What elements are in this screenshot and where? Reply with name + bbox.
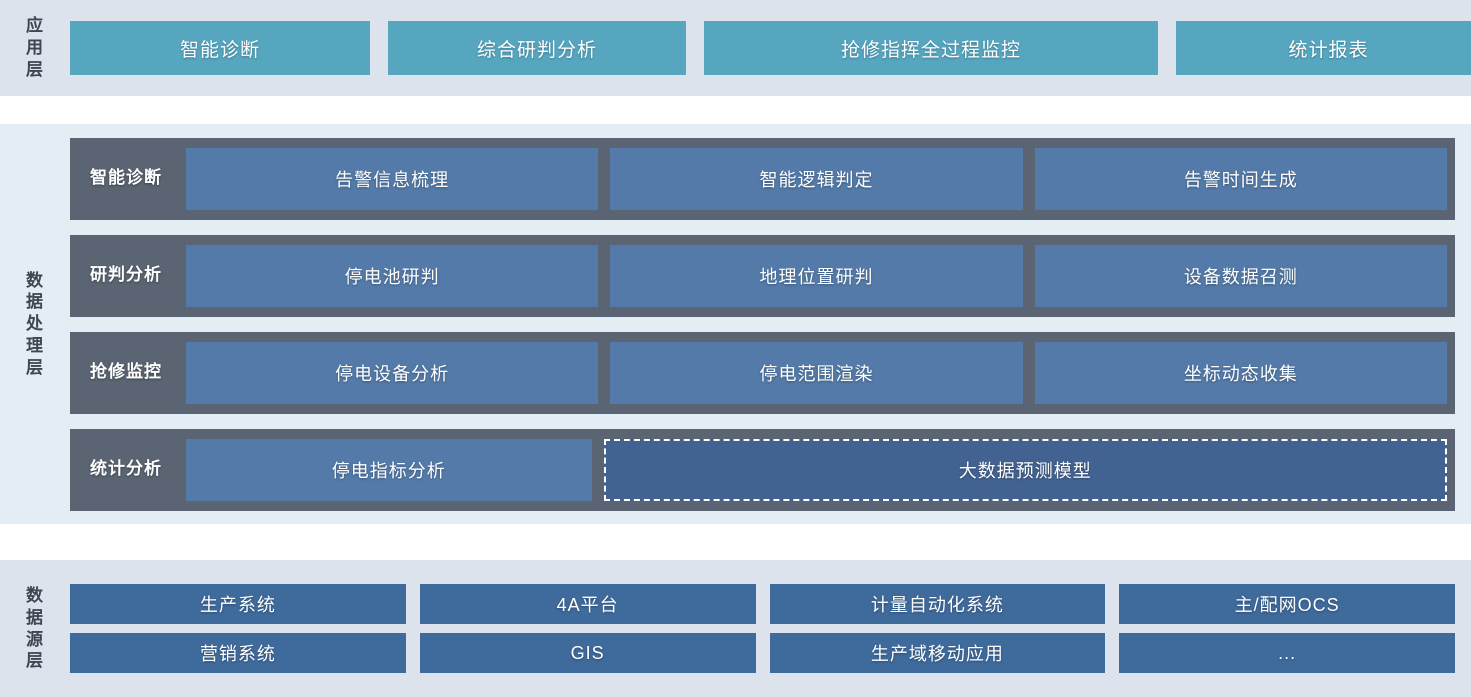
- app-box-statistical-report[interactable]: 统计报表: [1176, 21, 1471, 75]
- proc-cell-device-data-polling[interactable]: 设备数据召测: [1034, 244, 1447, 307]
- app-box-repair-command-monitoring[interactable]: 抢修指挥全过程监控: [704, 21, 1158, 75]
- app-box-label: 智能诊断: [179, 39, 260, 61]
- app-box-label: 抢修指挥全过程监控: [840, 39, 1021, 61]
- src-box-label: 营销系统: [199, 644, 276, 664]
- proc-cell-label: 告警时间生成: [1183, 169, 1298, 190]
- proc-cell-label: 停电池研判: [344, 266, 440, 287]
- proc-cell-alarm-info-sorting[interactable]: 告警信息梳理: [186, 147, 599, 210]
- proc-cell-label: 停电范围渲染: [759, 363, 874, 384]
- proc-row-label: 统计分析: [90, 459, 162, 479]
- proc-cell-label: 地理位置研判: [759, 266, 874, 287]
- proc-cell-label: 停电设备分析: [335, 363, 450, 384]
- proc-cell-alarm-time-generation[interactable]: 告警时间生成: [1034, 147, 1447, 210]
- proc-cell-label: 大数据预测模型: [958, 460, 1092, 481]
- src-box-label: 生产域移动应用: [870, 644, 1004, 664]
- application-layer-label-text: 应用层: [26, 16, 44, 79]
- proc-row-label: 研判分析: [90, 265, 162, 285]
- proc-row-repair-monitoring: 抢修监控 停电设备分析 停电范围渲染 坐标动态收集: [70, 331, 1455, 414]
- src-box-marketing-system[interactable]: 营销系统: [70, 633, 406, 673]
- application-layer-body: 智能诊断 综合研判分析 抢修指挥全过程监控 统计报表: [70, 0, 1471, 96]
- src-box-more[interactable]: ...: [1119, 633, 1455, 673]
- proc-cell-label: 设备数据召测: [1183, 266, 1298, 287]
- src-box-production-mobile-app[interactable]: 生产域移动应用: [769, 633, 1106, 673]
- data-processing-layer-label-text: 数据处理层: [26, 270, 44, 377]
- proc-cell-outage-index-analysis[interactable]: 停电指标分析: [186, 438, 592, 501]
- data-source-layer: 数据源层 生产系统 4A平台 计量自动化系统 主/配网OCS 营销系统: [0, 560, 1471, 697]
- data-source-layer-body: 生产系统 4A平台 计量自动化系统 主/配网OCS 营销系统 GIS: [70, 560, 1471, 697]
- src-box-main-distribution-ocs[interactable]: 主/配网OCS: [1119, 584, 1455, 624]
- proc-cell-label: 停电指标分析: [331, 460, 446, 481]
- src-box-label: 生产系统: [199, 595, 276, 615]
- data-processing-layer-label: 数据处理层: [0, 124, 70, 524]
- data-source-row-bottom: 营销系统 GIS 生产域移动应用 ...: [70, 633, 1455, 673]
- src-box-label: 计量自动化系统: [870, 595, 1004, 615]
- data-processing-layer-body: 智能诊断 告警信息梳理 智能逻辑判定 告警时间生成 研判分析 停电池研判 地理: [70, 124, 1471, 524]
- src-box-gis[interactable]: GIS: [419, 633, 756, 673]
- proc-cell-outage-range-rendering[interactable]: 停电范围渲染: [610, 341, 1023, 404]
- src-box-label: GIS: [570, 642, 605, 663]
- proc-cell-outage-pool-analysis[interactable]: 停电池研判: [186, 244, 599, 307]
- data-source-row-top: 生产系统 4A平台 计量自动化系统 主/配网OCS: [70, 584, 1455, 624]
- proc-cell-outage-device-analysis[interactable]: 停电设备分析: [186, 341, 599, 404]
- proc-row-label: 抢修监控: [90, 362, 162, 382]
- app-box-label: 统计报表: [1288, 39, 1369, 61]
- proc-cell-intelligent-logic-judgement[interactable]: 智能逻辑判定: [610, 147, 1023, 210]
- src-box-production-system[interactable]: 生产系统: [70, 584, 406, 624]
- proc-row-statistical-analysis: 统计分析 停电指标分析 大数据预测模型: [70, 428, 1455, 511]
- src-box-label: 4A平台: [556, 595, 619, 615]
- proc-row-analysis-judgement: 研判分析 停电池研判 地理位置研判 设备数据召测: [70, 234, 1455, 317]
- src-box-label: 主/配网OCS: [1234, 595, 1340, 615]
- data-processing-layer: 数据处理层 智能诊断 告警信息梳理 智能逻辑判定 告警时间生成 研判分析: [0, 124, 1471, 524]
- app-box-label: 综合研判分析: [476, 39, 597, 61]
- proc-cell-label: 智能逻辑判定: [759, 169, 874, 190]
- proc-cell-geographic-location-analysis[interactable]: 地理位置研判: [610, 244, 1023, 307]
- proc-row-intelligent-diagnosis: 智能诊断 告警信息梳理 智能逻辑判定 告警时间生成: [70, 137, 1455, 220]
- app-box-intelligent-diagnosis[interactable]: 智能诊断: [70, 21, 370, 75]
- proc-cell-big-data-prediction-model[interactable]: 大数据预测模型: [603, 438, 1447, 501]
- data-source-layer-label-text: 数据源层: [26, 586, 44, 671]
- app-box-comprehensive-analysis[interactable]: 综合研判分析: [388, 21, 686, 75]
- proc-cell-coordinate-dynamic-collection[interactable]: 坐标动态收集: [1034, 341, 1447, 404]
- proc-cell-label: 坐标动态收集: [1183, 363, 1298, 384]
- application-layer-label: 应用层: [0, 0, 70, 96]
- proc-row-label: 智能诊断: [90, 168, 162, 188]
- proc-cell-label: 告警信息梳理: [335, 169, 450, 190]
- src-box-label: ...: [1278, 642, 1297, 663]
- src-box-metering-automation-system[interactable]: 计量自动化系统: [769, 584, 1106, 624]
- application-layer: 应用层 智能诊断 综合研判分析 抢修指挥全过程监控 统计报表: [0, 0, 1471, 96]
- data-source-layer-label: 数据源层: [0, 560, 70, 697]
- src-box-4a-platform[interactable]: 4A平台: [419, 584, 756, 624]
